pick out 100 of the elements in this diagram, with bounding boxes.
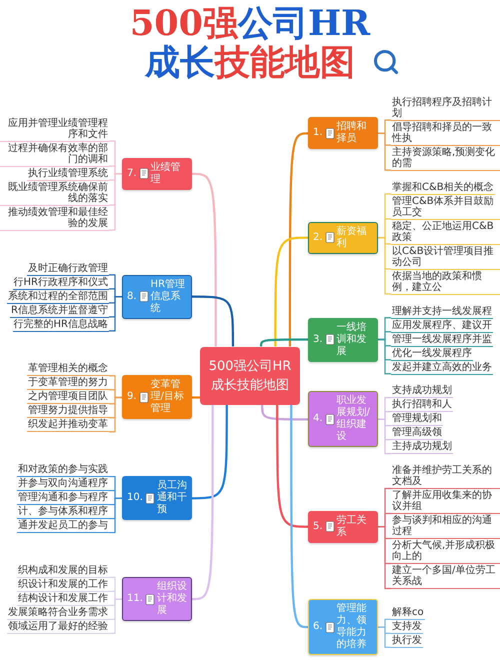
connector-line xyxy=(192,404,214,600)
subtopic-label: 支持发 xyxy=(391,620,423,634)
subtopic-label: 掌握和C&B相关的概念 xyxy=(391,180,495,195)
subtopic-label: 倡导招聘和择员的一致性执 xyxy=(391,120,500,146)
subtopic-label: 执行业绩管理系统 xyxy=(27,166,109,181)
subtopic-label: 建立一个多国/单位劳工关系战 xyxy=(391,564,500,590)
topic-number: 6. xyxy=(313,621,323,634)
topic-label: 组织设计和发展 xyxy=(156,581,187,618)
subtopic-label: 并参与双向沟通程序 xyxy=(17,477,109,492)
connector-line xyxy=(109,396,122,432)
subtopic-label: 解释co xyxy=(391,606,425,620)
topic-box xyxy=(308,599,378,656)
subtopic-label: 管理一线发展程序并监 xyxy=(391,332,493,347)
connector-line xyxy=(192,404,228,500)
topic-label: 招聘和择员 xyxy=(336,121,368,146)
connector-line xyxy=(109,296,122,332)
topic-box xyxy=(122,375,192,420)
connector-line xyxy=(192,396,200,399)
subtopic-label: 执行招聘程序及招聘计划 xyxy=(391,96,500,121)
subtopic-label: 执行招聘和人 xyxy=(391,398,453,412)
subtopic-label: 革管理相关的概念 xyxy=(27,362,109,376)
subtopic-label: 稳定、公正地运用C&B政策 xyxy=(391,220,500,245)
topic-box xyxy=(122,577,192,622)
subtopic-label: 行HR行政程序和仪式 xyxy=(12,276,109,290)
subtopic-label: 管理C&B体系并目鼓励员工交 xyxy=(391,194,500,220)
subtopic-label: 行完整的HR信息战略 xyxy=(12,318,109,332)
topic-label: 管理能力、领导能力的培养 xyxy=(336,603,368,652)
topic-label: HR管理信息系统 xyxy=(150,278,186,315)
subtopic-label: 推动绩效管理和最佳经验的发展 xyxy=(0,206,109,231)
topic-label: 一线培训和发展 xyxy=(336,322,368,358)
topic-label: 劳工关系 xyxy=(336,514,368,539)
subtopic-label: R信息系统并监督遵守 xyxy=(10,304,109,318)
topic-label: 职业发展规划/组织建设 xyxy=(336,395,371,444)
subtopic-label: 发展策略符合业务需求 xyxy=(7,606,109,620)
topic-label: 薪资福利 xyxy=(336,226,368,250)
topic-box xyxy=(308,318,378,362)
subtopic-label: 织发起并推动变革 xyxy=(27,418,109,432)
topic-number: 2. xyxy=(313,232,323,244)
connector-line xyxy=(260,338,308,347)
topic-number: 4. xyxy=(313,413,323,426)
topic-box xyxy=(308,510,378,543)
connector-line xyxy=(109,498,122,534)
connector-line xyxy=(378,338,391,374)
topic-label: 业绩管理 xyxy=(150,162,182,186)
subtopic-label: 了解并应用收集来的协议并组 xyxy=(391,489,500,514)
subtopic-label: 以C&B设计管理项目推动公司 xyxy=(391,244,500,270)
connector-line xyxy=(192,172,217,346)
subtopic-label: 准备并维护劳工关系的文档及 xyxy=(391,464,500,490)
subtopic-label: 领域运用了最好的经验 xyxy=(7,620,109,634)
topic-box xyxy=(308,117,378,150)
subtopic-label: 之内管理项目团队 xyxy=(27,390,109,404)
topic-number: 8. xyxy=(127,290,137,303)
subtopic-label: 管理规划和 xyxy=(391,412,443,426)
subtopic-label: 主持成功规划 xyxy=(391,440,453,454)
subtopic-label: 于变革管理的努力 xyxy=(27,376,109,390)
topic-box xyxy=(122,476,192,520)
title: 500强公司HR成长技能地图 xyxy=(130,4,370,82)
topic-number: 7. xyxy=(127,168,137,180)
central-topic: 500强公司HR成长技能地图 xyxy=(200,346,300,404)
subtopic-label: 优化一线发展程序 xyxy=(391,346,473,361)
topic-number: 1. xyxy=(313,127,323,140)
topic-box xyxy=(308,391,378,448)
topic-number: 3. xyxy=(313,334,323,346)
subtopic-label: 执行发 xyxy=(391,634,423,648)
subtopic-label: 织构成和发展的目标 xyxy=(17,564,109,578)
connector-line xyxy=(378,237,391,295)
topic-number: 10. xyxy=(127,492,143,504)
connector-line xyxy=(261,404,308,420)
subtopic-label: 理解并支持一线发展程 xyxy=(391,304,493,319)
subtopic-label: 支持成功规划 xyxy=(391,384,453,398)
subtopic-label: 发起并建立高效的业务 xyxy=(391,360,493,375)
subtopic-label: 分析大气候,并形成积极向上的 xyxy=(391,539,500,564)
topic-label: 变革管理/目标管理 xyxy=(150,379,185,416)
subtopic-label: 和对政策的参与实践 xyxy=(17,463,109,478)
subtopic-label: 计、参与体系和程序 xyxy=(17,505,109,520)
subtopic-label: 通并发起员工的参与 xyxy=(17,519,109,534)
topic-box xyxy=(122,158,192,190)
subtopic-label: 织设计和发展的工作 xyxy=(17,578,109,592)
topic-box xyxy=(308,222,378,254)
subtopic-label: 管理高级领 xyxy=(391,426,443,440)
topic-box xyxy=(122,274,192,319)
subtopic-label: 过程并确保有效率的部门的调和 xyxy=(0,142,109,167)
subtopic-label: 应用发展程序、建议开 xyxy=(391,318,493,333)
topic-number: 5. xyxy=(313,520,323,533)
subtopic-label: 管理沟通和参与程序 xyxy=(17,491,109,506)
topic-label: 员工沟通和干预 xyxy=(156,480,187,516)
subtopic-label: 系统和过程的全部范围 xyxy=(7,290,109,304)
subtopic-label: 依据当地的政策和惯例，建立公 xyxy=(391,270,500,295)
topic-number: 9. xyxy=(127,391,137,404)
topic-number: 11. xyxy=(127,593,143,606)
subtopic-label: 管理努力提供指导 xyxy=(27,404,109,418)
subtopic-label: 参与谈判和相应的沟通过程 xyxy=(391,514,500,540)
connector-line xyxy=(192,296,234,346)
connector-line xyxy=(274,236,308,346)
connector-line xyxy=(378,626,391,648)
subtopic-label: 结构设计和发展工作 xyxy=(17,592,109,606)
subtopic-label: 既业绩管理系统确保前线的落实 xyxy=(0,180,109,206)
connector-line xyxy=(276,404,308,528)
subtopic-label: 及时正确行政管理 xyxy=(27,262,109,276)
connector-line xyxy=(378,132,391,171)
